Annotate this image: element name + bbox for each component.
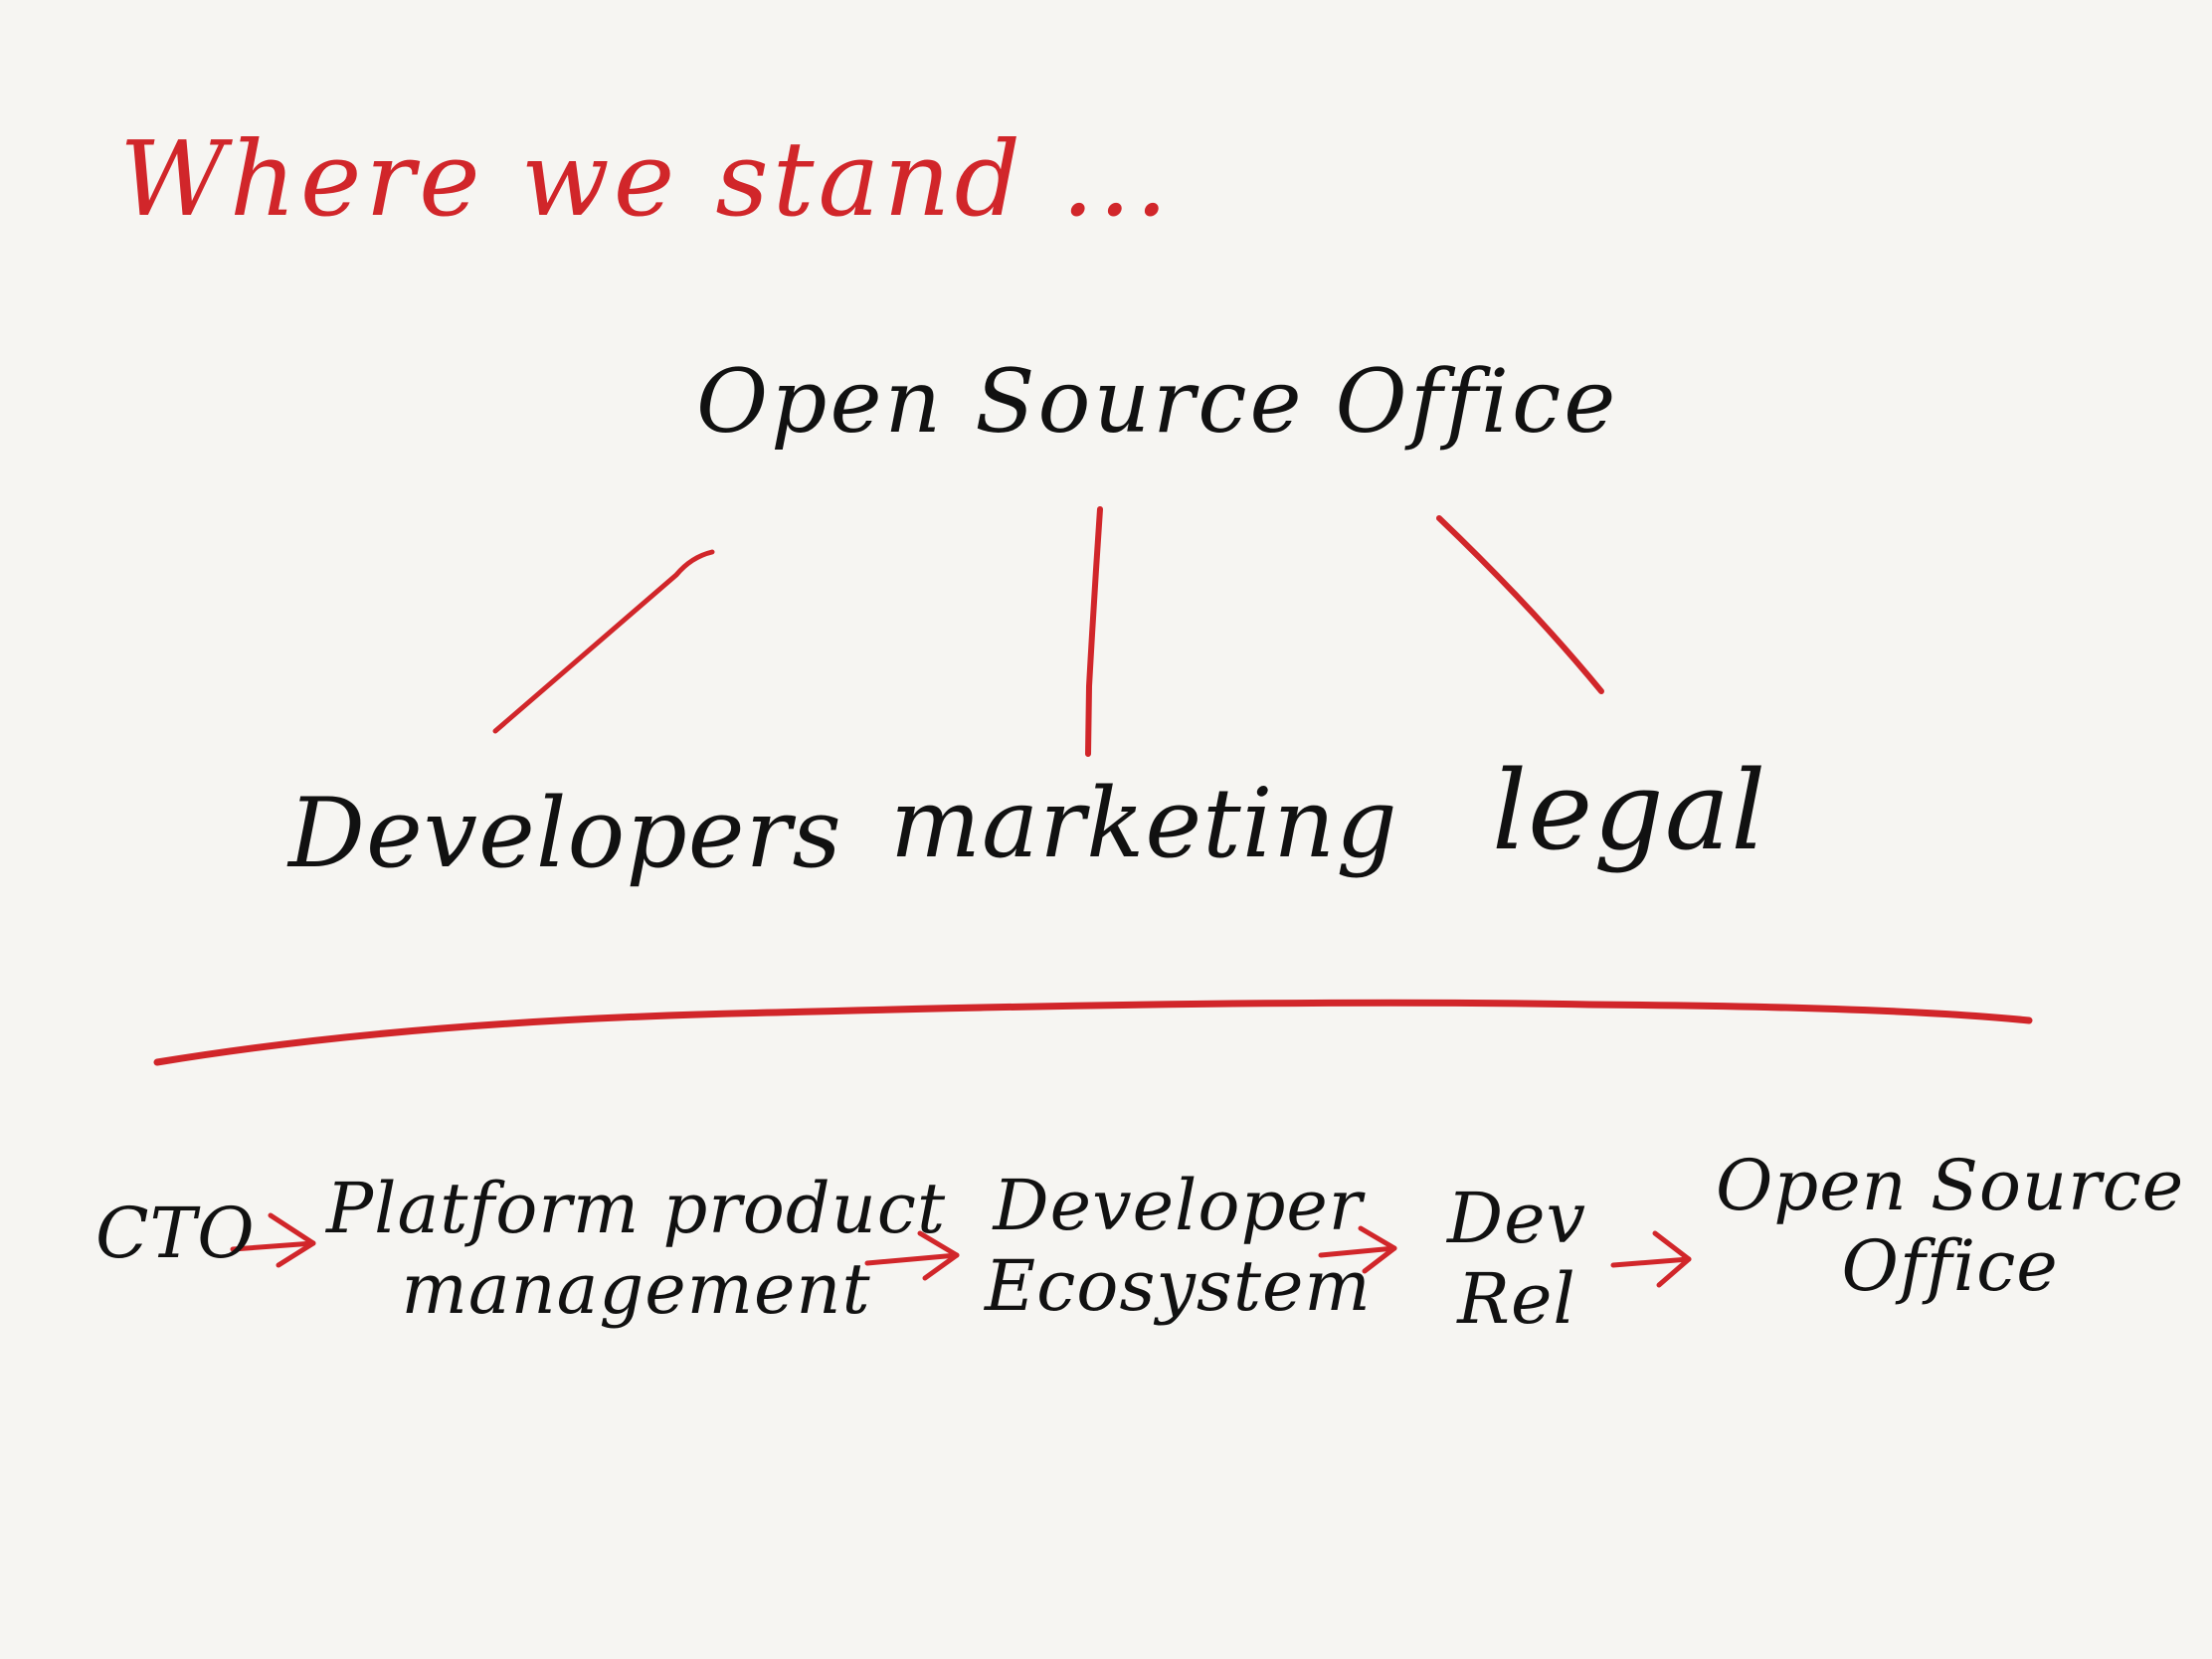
flow-step-developer-ecosystem: Developer Ecosystem <box>985 1166 1372 1326</box>
flow-step-line: Open Source <box>1716 1145 2185 1226</box>
flow-step-line: CTO <box>95 1193 256 1274</box>
flow-step-dev-rel: Dev Rel <box>1447 1179 1586 1339</box>
connector-marketing <box>1085 506 1103 757</box>
flow-step-line: Rel <box>1457 1257 1576 1340</box>
flow-step-line: Dev <box>1447 1178 1587 1259</box>
flow-step-line: Office <box>1841 1224 2059 1307</box>
flow-step-cto: CTO <box>95 1194 256 1274</box>
arrow-icon-4 <box>1610 1230 1692 1288</box>
arrow-icon-2 <box>864 1230 960 1281</box>
child-node-developers: Developers <box>288 778 842 889</box>
child-node-marketing: marketing <box>890 768 1398 879</box>
flow-step-line: management <box>401 1247 871 1330</box>
flow-step-line: Developer <box>993 1165 1364 1246</box>
arrow-icon-1 <box>230 1212 316 1268</box>
flow-step-line: Platform product <box>326 1168 947 1249</box>
page-title: Where we stand ... <box>119 118 1173 240</box>
connector-developers <box>492 549 715 734</box>
flow-step-line: Ecosystem <box>985 1244 1372 1327</box>
connector-legal <box>1436 515 1604 694</box>
divider-line <box>153 999 2033 1066</box>
arrow-icon-3 <box>1318 1225 1397 1274</box>
flow-step-platform-product-management: Platform product management <box>326 1169 946 1329</box>
child-node-legal: legal <box>1492 747 1767 874</box>
flow-step-open-source-office: Open Source Office <box>1716 1146 2184 1306</box>
root-node-label: Open Source Office <box>696 350 1619 453</box>
